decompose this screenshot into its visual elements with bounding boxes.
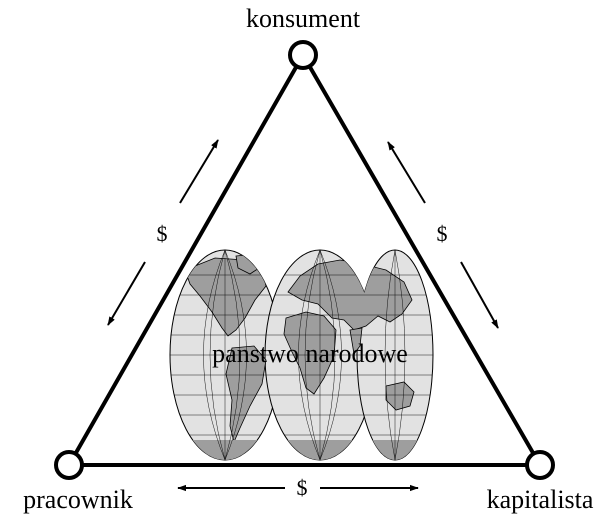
node-pracownik-circle [54, 450, 84, 480]
triangle-outline [65, 50, 544, 467]
label-konsument: konsument [246, 4, 361, 33]
india-land [349, 327, 363, 355]
south-america-land [225, 345, 267, 444]
australia-land [385, 381, 415, 411]
interrupted-world-map-icon [169, 249, 434, 461]
left-dollar-label: $ [157, 221, 168, 246]
right-flow-arrow: $ [387, 141, 499, 329]
label-pracownik: pracownik [23, 485, 133, 514]
map-graticule [170, 250, 433, 460]
bottom-flow-arrow: $ [177, 475, 419, 500]
node-konsument-circle [288, 40, 318, 70]
node-kapitalista-circle [525, 450, 555, 480]
africa-land [283, 311, 337, 395]
left-flow-arrow: $ [107, 139, 219, 326]
center-label-nation-state: panstwo narodowe [212, 339, 408, 368]
label-kapitalista: kapitalista [487, 485, 594, 514]
right-dollar-label: $ [437, 221, 448, 246]
bottom-dollar-label: $ [297, 475, 308, 500]
